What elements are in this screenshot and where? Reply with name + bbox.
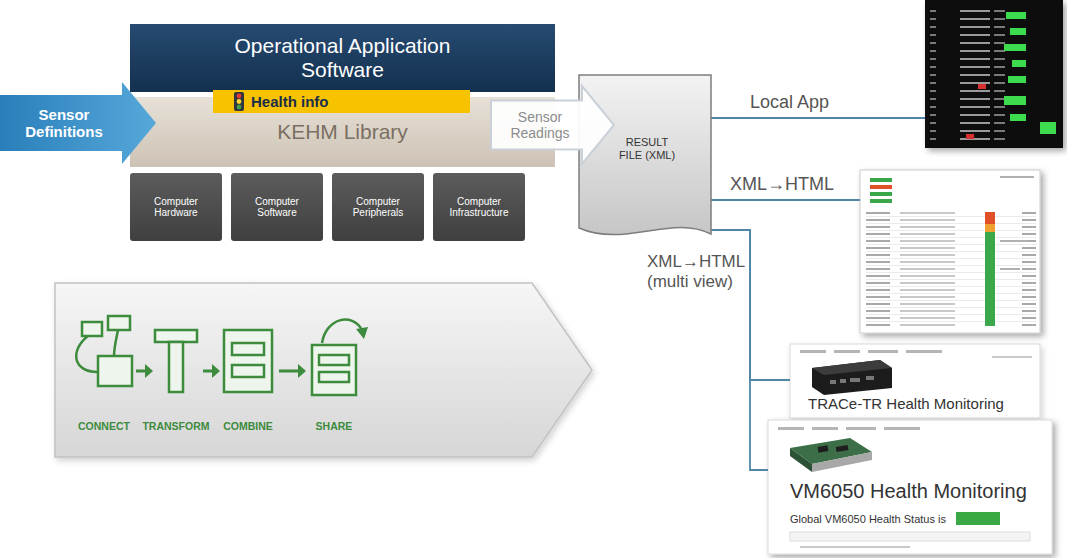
node-body: Global VM6050 Health Status is <box>790 513 946 526</box>
traffic-light-icon <box>233 92 245 111</box>
application-box: Operational Application Software <box>130 24 555 92</box>
node-title: Health info <box>251 93 329 110</box>
node-title: VM6050 Health Monitoring <box>790 480 1027 503</box>
edge-label: XML→HTML (multi view) <box>647 252 745 291</box>
node-title: Computer Infrastructure <box>439 196 519 219</box>
leader-line <box>711 117 925 119</box>
component-box: Computer Infrastructure <box>433 173 525 241</box>
process-chevron <box>55 283 592 457</box>
step-label: TRANSFORM <box>136 420 216 432</box>
output-arrow: Sensor Readings <box>490 84 616 166</box>
node-title: Sensor Readings <box>500 109 580 141</box>
output-label: XML→HTML <box>730 174 854 195</box>
node-title: Operational Application Software <box>193 34 493 82</box>
step-label: COMBINE <box>213 420 283 432</box>
node-title: Sensor Definitions <box>8 106 120 141</box>
step-label: SHARE <box>299 420 369 432</box>
component-box: Computer Peripherals <box>332 173 424 241</box>
output-label: Local App <box>750 92 850 113</box>
terminal-screenshot <box>925 0 1063 148</box>
component-box: Computer Hardware <box>130 173 222 241</box>
node-title: RESULT FILE (XML) <box>618 136 676 161</box>
table-screenshot <box>860 170 1040 333</box>
node-title: Computer Software <box>237 196 317 219</box>
node-title: KEHM Library <box>277 120 408 144</box>
node-title: TRACe-TR Health Monitoring <box>808 395 1004 412</box>
trace-screenshot <box>790 344 1040 418</box>
node-title: Computer Peripherals <box>338 196 418 219</box>
component-box: Computer Software <box>231 173 323 241</box>
result-file-document: RESULT FILE (XML) <box>578 74 712 244</box>
screenshot-card: VM6050 Health MonitoringGlobal VM6050 He… <box>768 420 1052 554</box>
connector-line <box>711 230 768 470</box>
screenshot-card: TRACe-TR Health Monitoring <box>790 344 1040 418</box>
health-info-band: Health info <box>213 90 470 113</box>
input-arrow: Sensor Definitions <box>0 82 156 164</box>
vm6050-screenshot <box>768 420 1052 554</box>
leader-line <box>711 199 860 201</box>
node-title: Computer Hardware <box>136 196 216 219</box>
step-label: CONNECT <box>69 420 139 432</box>
